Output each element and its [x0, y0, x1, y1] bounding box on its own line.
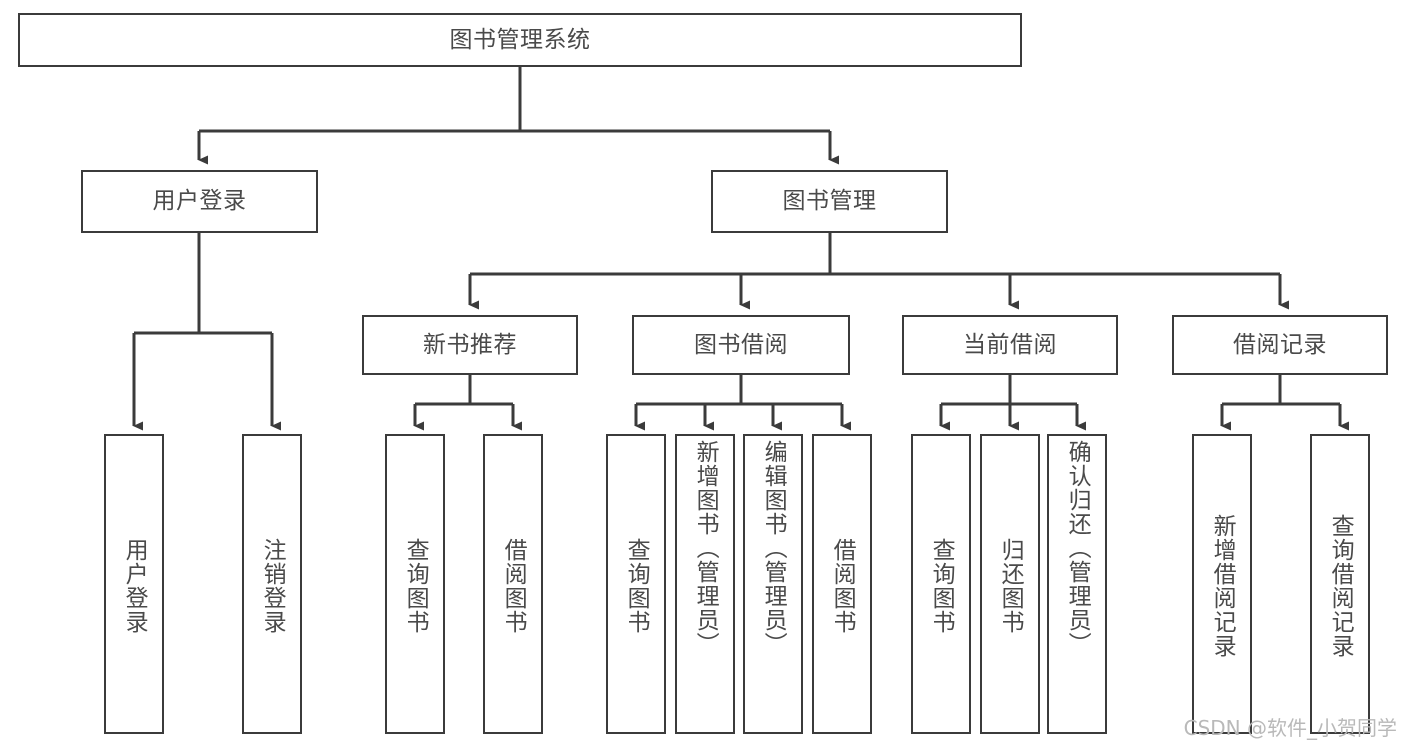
- node-label: 查询图书: [623, 538, 650, 634]
- node-label: 借阅记录: [1233, 331, 1327, 358]
- leaf-current-borrow-confirm-return[interactable]: 确认归还（管理员）: [1047, 434, 1107, 734]
- watermark-text: CSDN @软件_小贺同学: [1183, 716, 1397, 740]
- node-new-book-recommend[interactable]: 新书推荐: [362, 315, 578, 375]
- node-label: 编辑图书（管理员）: [760, 440, 787, 656]
- node-label: 注销登录: [259, 538, 286, 634]
- leaf-current-borrow-return[interactable]: 归还图书: [980, 434, 1040, 734]
- node-label: 查询图书: [928, 538, 955, 634]
- node-label: 确认归还（管理员）: [1064, 440, 1091, 656]
- node-current-borrow[interactable]: 当前借阅: [902, 315, 1118, 375]
- leaf-current-borrow-query[interactable]: 查询图书: [911, 434, 971, 734]
- node-label: 用户登录: [121, 538, 148, 634]
- node-label: 查询借阅记录: [1327, 514, 1354, 658]
- node-book-borrow[interactable]: 图书借阅: [632, 315, 850, 375]
- node-label: 借阅图书: [829, 538, 856, 634]
- node-label: 归还图书: [997, 538, 1024, 634]
- node-label: 用户登录: [152, 188, 247, 215]
- leaf-user-login-login[interactable]: 用户登录: [104, 434, 164, 734]
- leaf-book-borrow-add[interactable]: 新增图书（管理员）: [675, 434, 735, 734]
- node-label: 新增借阅记录: [1209, 514, 1236, 658]
- leaf-new-book-borrow[interactable]: 借阅图书: [483, 434, 543, 734]
- leaf-user-login-logout[interactable]: 注销登录: [242, 434, 302, 734]
- node-label: 新书推荐: [423, 331, 517, 358]
- leaf-book-borrow-borrow[interactable]: 借阅图书: [812, 434, 872, 734]
- node-label: 查询图书: [402, 538, 429, 634]
- node-borrow-record[interactable]: 借阅记录: [1172, 315, 1388, 375]
- leaf-borrow-record-add[interactable]: 新增借阅记录: [1192, 434, 1252, 734]
- node-label: 当前借阅: [963, 331, 1057, 358]
- leaf-new-book-query[interactable]: 查询图书: [385, 434, 445, 734]
- node-label: 图书管理系统: [449, 26, 591, 53]
- node-user-login[interactable]: 用户登录: [81, 170, 318, 233]
- node-root-system[interactable]: 图书管理系统: [18, 13, 1022, 67]
- node-label: 图书管理: [782, 188, 877, 215]
- leaf-book-borrow-edit[interactable]: 编辑图书（管理员）: [743, 434, 803, 734]
- node-book-management[interactable]: 图书管理: [711, 170, 948, 233]
- leaf-borrow-record-query[interactable]: 查询借阅记录: [1310, 434, 1370, 734]
- leaf-book-borrow-query[interactable]: 查询图书: [606, 434, 666, 734]
- node-label: 借阅图书: [500, 538, 527, 634]
- node-label: 新增图书（管理员）: [692, 440, 719, 656]
- node-label: 图书借阅: [694, 331, 788, 358]
